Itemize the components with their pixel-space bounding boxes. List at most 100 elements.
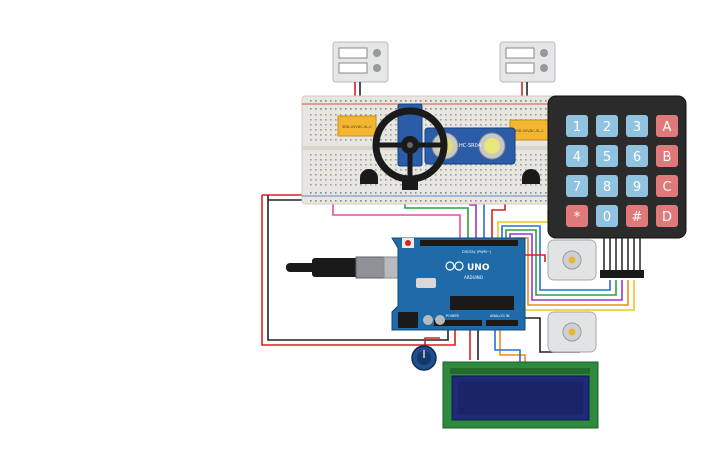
bb-hole <box>335 100 337 102</box>
bb-hole <box>330 108 332 110</box>
bb-hole <box>335 134 337 136</box>
transistor-right[interactable] <box>522 169 540 184</box>
keypad-key-3-1[interactable] <box>596 205 618 227</box>
bb-hole <box>370 192 372 194</box>
wire-keypad-4[interactable] <box>509 233 623 301</box>
wire-motor-1[interactable] <box>520 254 546 262</box>
bb-hole <box>480 124 482 126</box>
bb-hole <box>470 169 472 171</box>
bb-hole <box>480 108 482 110</box>
bb-hole <box>525 192 527 194</box>
bb-hole <box>315 159 317 161</box>
bb-hole <box>450 100 452 102</box>
battery-pack-right[interactable] <box>499 41 556 100</box>
bb-hole <box>505 200 507 202</box>
potentiometer-icon[interactable] <box>411 345 437 371</box>
keypad-key-3-2[interactable] <box>626 205 648 227</box>
keypad-key-1-2[interactable] <box>626 145 648 167</box>
bb-hole <box>460 124 462 126</box>
keypad-key-1-1[interactable] <box>596 145 618 167</box>
bb-hole <box>310 100 312 102</box>
bb-hole <box>335 119 337 121</box>
bb-hole <box>450 108 452 110</box>
bb-hole <box>405 200 407 202</box>
bb-hole <box>440 119 442 121</box>
dc-motor-bottom[interactable] <box>547 311 597 353</box>
wire-black-ground[interactable] <box>267 195 449 341</box>
keypad-key-2-3[interactable] <box>656 175 678 197</box>
bb-hole <box>505 169 507 171</box>
bb-hole <box>340 154 342 156</box>
wire-keypad-3[interactable] <box>505 229 617 296</box>
relay-left[interactable]: SRD-05VDC-SL-C <box>337 115 377 137</box>
wire-keypad-2[interactable] <box>501 225 611 291</box>
usb-connector-icon[interactable] <box>286 256 417 279</box>
power-jack[interactable] <box>398 312 418 328</box>
keypad-key-2-2[interactable] <box>626 175 648 197</box>
bb-hole <box>335 184 337 186</box>
battery-pack-left[interactable] <box>332 41 389 100</box>
keypad-key-3-0[interactable] <box>566 205 588 227</box>
keypad-key-label: C <box>662 180 671 195</box>
servo-connector[interactable] <box>402 178 418 190</box>
bb-hole <box>520 100 522 102</box>
bb-hole <box>420 169 422 171</box>
bb-hole <box>445 114 447 116</box>
dc-motor-top[interactable] <box>547 239 597 281</box>
keypad-key-1-0[interactable] <box>566 145 588 167</box>
bb-hole <box>445 108 447 110</box>
bb-hole <box>395 108 397 110</box>
bb-hole <box>520 184 522 186</box>
transistor-left[interactable] <box>360 169 378 184</box>
relay-right[interactable]: SRD-05VDC-SL-C <box>509 119 549 141</box>
bb-hole <box>525 200 527 202</box>
bb-hole <box>320 164 322 166</box>
bb-hole <box>500 192 502 194</box>
bb-hole <box>320 139 322 141</box>
bb-hole <box>530 159 532 161</box>
keypad-key-0-2[interactable] <box>626 115 648 137</box>
bb-hole <box>330 179 332 181</box>
bb-hole <box>465 100 467 102</box>
ultrasonic-sensor[interactable]: HC-SR04 <box>424 127 516 165</box>
bb-hole <box>330 174 332 176</box>
analog-label: ANALOG IN <box>490 314 510 318</box>
bb-hole <box>485 179 487 181</box>
relay-right-label: SRD-05VDC-SL-C <box>514 129 544 133</box>
wire-red-power[interactable] <box>261 195 456 346</box>
wire-lcd-blue[interactable] <box>494 325 521 362</box>
bb-hole <box>360 192 362 194</box>
lcd-display[interactable] <box>442 361 599 429</box>
keypad-key-1-3[interactable] <box>656 145 678 167</box>
bb-hole <box>430 184 432 186</box>
keypad-key-0-0[interactable] <box>566 115 588 137</box>
bb-hole <box>435 200 437 202</box>
bb-hole <box>500 119 502 121</box>
bb-hole <box>445 192 447 194</box>
bb-hole <box>485 108 487 110</box>
wire-lcd-multi[interactable] <box>499 325 526 362</box>
bb-hole <box>410 192 412 194</box>
bb-hole <box>460 192 462 194</box>
bb-hole <box>450 114 452 116</box>
keypad-key-0-3[interactable] <box>656 115 678 137</box>
arduino-uno[interactable]: UNO ARDUINO DIGITAL (PWM~) POWER ANALOG … <box>391 237 526 331</box>
keypad-key-3-3[interactable] <box>656 205 678 227</box>
keypad-key-2-0[interactable] <box>566 175 588 197</box>
bb-hole <box>360 114 362 116</box>
bb-hole <box>480 192 482 194</box>
bb-hole <box>330 100 332 102</box>
bb-hole <box>465 169 467 171</box>
bb-hole <box>355 169 357 171</box>
keypad-key-0-1[interactable] <box>596 115 618 137</box>
bb-hole <box>450 192 452 194</box>
bb-hole <box>485 114 487 116</box>
bb-hole <box>485 192 487 194</box>
keypad-key-2-1[interactable] <box>596 175 618 197</box>
bb-hole <box>475 124 477 126</box>
bb-hole <box>545 159 547 161</box>
bb-hole <box>530 108 532 110</box>
bb-hole <box>325 124 327 126</box>
